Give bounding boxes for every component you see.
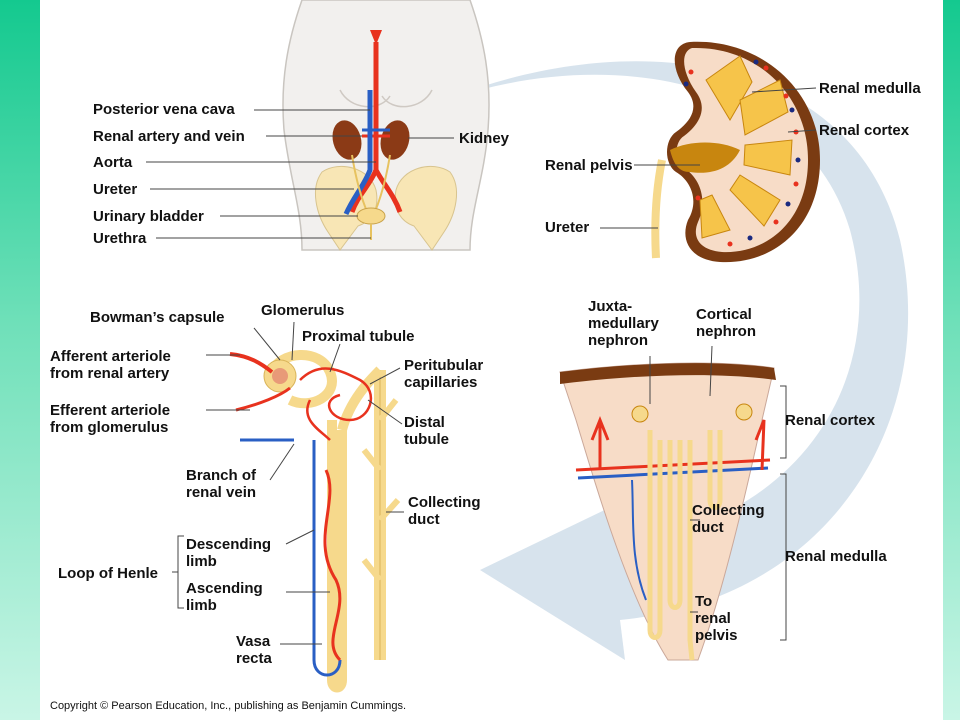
label-renal-medulla-section: Renal medulla	[785, 548, 887, 565]
kidney-leaders	[600, 87, 817, 229]
renal-section	[559, 362, 776, 661]
label-renal-cortex-section: Renal cortex	[785, 412, 876, 429]
label-efferent-arteriole: Efferent arteriole from glomerulus	[50, 402, 171, 436]
diagram-canvas: Posterior vena cava Renal artery and vei…	[40, 0, 943, 720]
label-cortical-nephron: Cortical nephron	[696, 306, 756, 340]
diagram-artwork	[146, 0, 909, 693]
label-urinary-bladder: Urinary bladder	[93, 208, 204, 225]
label-vasa-recta: Vasa recta	[236, 633, 272, 667]
human-torso	[282, 0, 490, 251]
nephron-leaders	[206, 321, 404, 645]
label-to-renal-pelvis: To renal pelvis	[695, 593, 738, 644]
label-renal-cortex-top: Renal cortex	[819, 122, 910, 139]
label-loop-of-henle: Loop of Henle	[58, 565, 158, 582]
label-peritubular-capillaries: Peritubular capillaries	[404, 357, 484, 391]
cortex-bracket	[780, 385, 792, 459]
label-renal-artery-vein: Renal artery and vein	[93, 128, 245, 145]
label-glomerulus: Glomerulus	[261, 302, 345, 319]
label-ascending-limb: Ascending limb	[186, 580, 263, 614]
label-bowmans-capsule: Bowman’s capsule	[90, 309, 225, 326]
label-aorta: Aorta	[93, 154, 133, 171]
medulla-bracket	[780, 473, 792, 641]
label-renal-pelvis: Renal pelvis	[545, 157, 633, 174]
label-descending-limb: Descending limb	[186, 536, 272, 570]
label-urethra: Urethra	[93, 230, 147, 247]
body-leaders	[146, 109, 454, 239]
label-ureter-kidney: Ureter	[545, 219, 590, 236]
label-ureter-body: Ureter	[93, 181, 138, 198]
label-distal-tubule: Distal tubule	[404, 414, 449, 448]
label-afferent-arteriole: Afferent arteriole from renal artery	[50, 348, 171, 382]
label-branch-renal-vein: Branch of renal vein	[186, 467, 257, 501]
copyright-text: Copyright © Pearson Education, Inc., pub…	[50, 700, 407, 712]
flow-arrow	[400, 61, 909, 660]
label-renal-medulla-top: Renal medulla	[819, 80, 921, 97]
section-leaders	[649, 345, 713, 613]
label-kidney: Kidney	[459, 130, 510, 147]
label-proximal-tubule: Proximal tubule	[302, 328, 415, 345]
label-posterior-vena-cava: Posterior vena cava	[93, 101, 235, 118]
loop-bracket	[172, 535, 184, 609]
kidney-section	[651, 41, 820, 263]
label-collecting-duct-nephron: Collecting duct	[408, 494, 481, 528]
label-juxtamedullary-nephron: Juxta- medullary nephron	[588, 298, 659, 349]
label-collecting-duct-section: Collecting duct	[692, 502, 765, 536]
